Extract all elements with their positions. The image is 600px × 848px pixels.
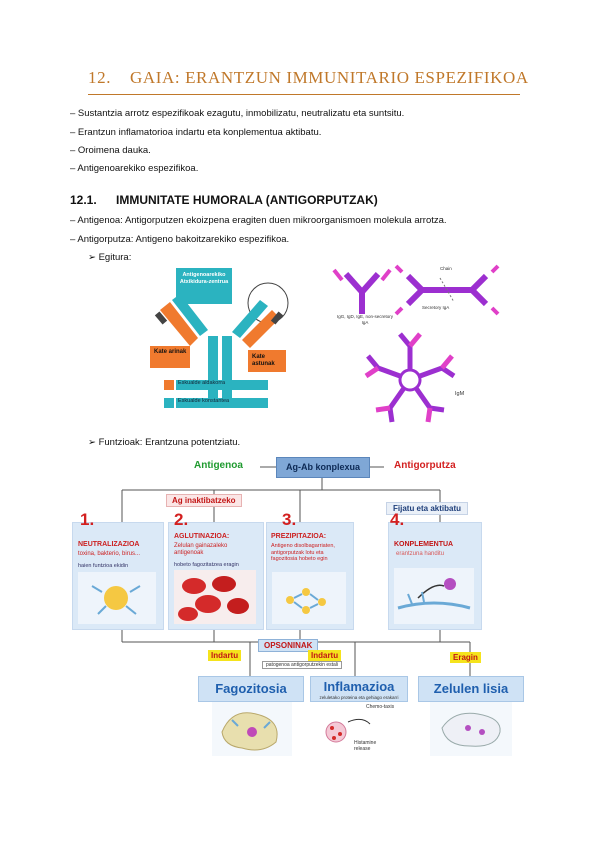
variable-region-label: Eskualde aldakorra — [178, 380, 226, 386]
section-bullet: – Antigorputza: Antigeno bakoitzarekiko … — [70, 234, 290, 245]
inactivate-label: Ag inaktibatzeko — [166, 494, 242, 507]
section-heading: 12.1. IMMUNITATE HUMORALA (ANTIGORPUTZAK) — [70, 193, 378, 207]
heavy-chain-right-arm — [232, 300, 268, 338]
mechanism-note: hobeto fagozitatzea eragin — [174, 562, 239, 568]
constant-region-bar — [176, 398, 268, 408]
variable-tip — [154, 311, 168, 325]
mechanism-number: 4. — [390, 510, 405, 529]
igm-label: IgM — [455, 391, 465, 397]
phagocytosis-illustration — [212, 702, 292, 756]
mechanism-title: KONPLEMENTUA — [394, 541, 454, 548]
constant-region-swatch — [164, 398, 174, 408]
inflammation-illustration — [318, 702, 400, 756]
mechanism-number: 1. — [80, 510, 95, 529]
heavy-chain-label-box — [248, 350, 286, 372]
variable-region-bar — [176, 380, 268, 390]
eragin-label: Eragin — [450, 652, 481, 663]
chain-label: Chain — [440, 266, 452, 271]
agglutination-illustration — [174, 570, 256, 624]
igm-pentamer — [364, 332, 456, 423]
chapter-number: 12. — [88, 68, 112, 87]
mechanism-title: AGLUTINAZIOA: — [174, 533, 230, 540]
sub-bullet-structure: ➢ Egitura: — [88, 252, 132, 263]
antigen-label: Antigenoa — [194, 460, 243, 471]
antibody-label: Antigorputza — [394, 460, 456, 471]
ag-ab-complex-box: Ag-Ab konplexua — [276, 457, 370, 478]
section-number: 12.1. — [70, 193, 97, 207]
mechanism-number: 2. — [174, 510, 189, 529]
outcome-inflammation: Inflamazioa — [310, 676, 408, 702]
secretory-iga-dimer — [394, 264, 500, 316]
indartu-label: Indartu — [308, 650, 342, 661]
heavy-chain-label: Kate astunak — [252, 354, 275, 367]
intro-bullet: – Oroimena dauka. — [70, 145, 151, 156]
light-chain-label-box — [150, 346, 190, 368]
heavy-chain-stem-left — [208, 336, 218, 400]
intro-bullet: – Erantzun inflamatorioa indartu eta kon… — [70, 127, 322, 138]
indartu-label: Indartu — [208, 650, 242, 661]
intro-bullet: – Antigenoarekiko espezifikoa. — [70, 163, 199, 174]
light-chain-left — [160, 302, 198, 346]
secretory-label: Secretory IgA — [422, 305, 450, 310]
binding-site-label-box — [176, 268, 232, 304]
mechanism-number: 3. — [282, 510, 297, 529]
variable-region-swatch — [164, 380, 174, 390]
mechanism-title: PREZIPITAZIOA: — [271, 533, 327, 540]
precipitation-illustration — [272, 572, 346, 624]
mechanism-desc: Zelulan gainazaleko antigenoak — [174, 543, 228, 556]
opsoninak-label: OPSONINAK — [258, 639, 319, 652]
outcome-phagocytosis: Fagozitosia — [198, 676, 304, 702]
chemotaxis-label: Chemo-taxis — [366, 704, 395, 710]
section-title: IMMUNITATE HUMORALA (ANTIGORPUTZAK) — [116, 193, 378, 207]
constant-region-label: Eskualde konstantea — [178, 398, 230, 404]
title-underline — [88, 94, 520, 95]
light-chain-label: Kate arinak — [154, 349, 187, 355]
mechanism-title: NEUTRALIZAZIOA — [78, 541, 140, 548]
intro-bullet: – Sustantzia arrotz espezifikoak ezagutu… — [70, 108, 405, 119]
antibody-isotypes-diagram — [332, 264, 500, 423]
fix-activate-label: Fijatu eta aktibatu — [386, 502, 469, 515]
igg-monomer — [332, 268, 392, 314]
antibody-structure-diagram — [150, 268, 289, 408]
light-chain-right — [242, 310, 280, 348]
inflammation-note: zeluletako proteina eta gehiago erakarri — [319, 695, 399, 700]
heavy-chain-left-arm — [172, 294, 208, 336]
histamine-label: Histamine release — [354, 740, 377, 752]
heavy-chain-stem-right — [222, 336, 232, 400]
cell-lysis-illustration — [430, 702, 512, 756]
mechanism-note: haien funtzioa ekidin — [78, 563, 129, 569]
variable-tip — [270, 311, 284, 325]
monomer-label: IgG, IgD, IgE, non-secretory IgA — [336, 314, 394, 325]
complement-illustration — [394, 568, 474, 624]
opsoninak-note: patogenoa antigorputzekin estali — [262, 661, 342, 669]
mechanism-desc: erantzuna handitu — [396, 551, 445, 557]
outcome-cell-lysis: Zelulen lisia — [418, 676, 524, 702]
chapter-title: GAIA: ERANTZUN IMMUNITARIO ESPEZIFIKOA — [130, 68, 529, 87]
sub-bullet-function: ➢ Funtzioak: Erantzuna potentziatu. — [88, 437, 241, 448]
mechanism-desc: toxina, bakterio, birus... — [78, 551, 141, 557]
binding-site-label: Antigenoarekiko Atxikidura-zentrua — [179, 272, 229, 285]
neutralization-illustration — [78, 572, 156, 624]
page-title: 12. GAIA: ERANTZUN IMMUNITARIO ESPEZIFIKO… — [88, 68, 588, 88]
section-bullet: – Antigenoa: Antigorputzen ekoizpena era… — [70, 215, 447, 226]
mechanism-desc: Antigeno disolbagarriaten, antigorputzak… — [271, 543, 335, 562]
